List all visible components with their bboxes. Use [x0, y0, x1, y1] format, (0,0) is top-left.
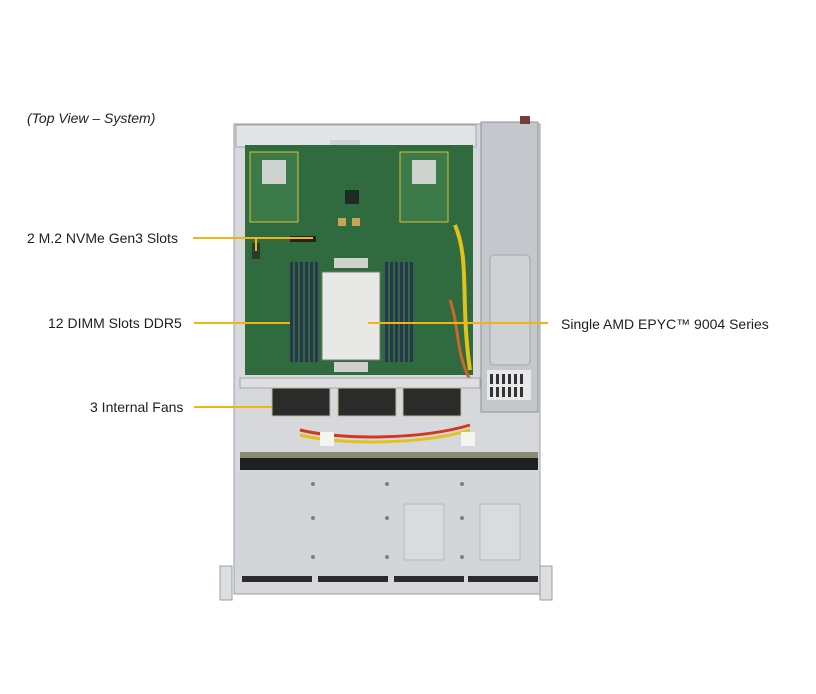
- callout-internal-fans: 3 Internal Fans: [90, 399, 184, 415]
- callout-cpu: Single AMD EPYC™ 9004 Series: [561, 316, 769, 332]
- leader-line-fans: [194, 406, 272, 408]
- leader-line-m2-drop: [255, 237, 257, 251]
- leader-line-cpu: [368, 322, 548, 324]
- callout-dimm-slots: 12 DIMM Slots DDR5: [48, 315, 182, 331]
- leader-line-m2: [193, 237, 313, 239]
- leader-line-dimm: [194, 322, 290, 324]
- callout-m2-slots: 2 M.2 NVMe Gen3 Slots: [27, 230, 178, 246]
- view-caption: (Top View – System): [27, 110, 156, 126]
